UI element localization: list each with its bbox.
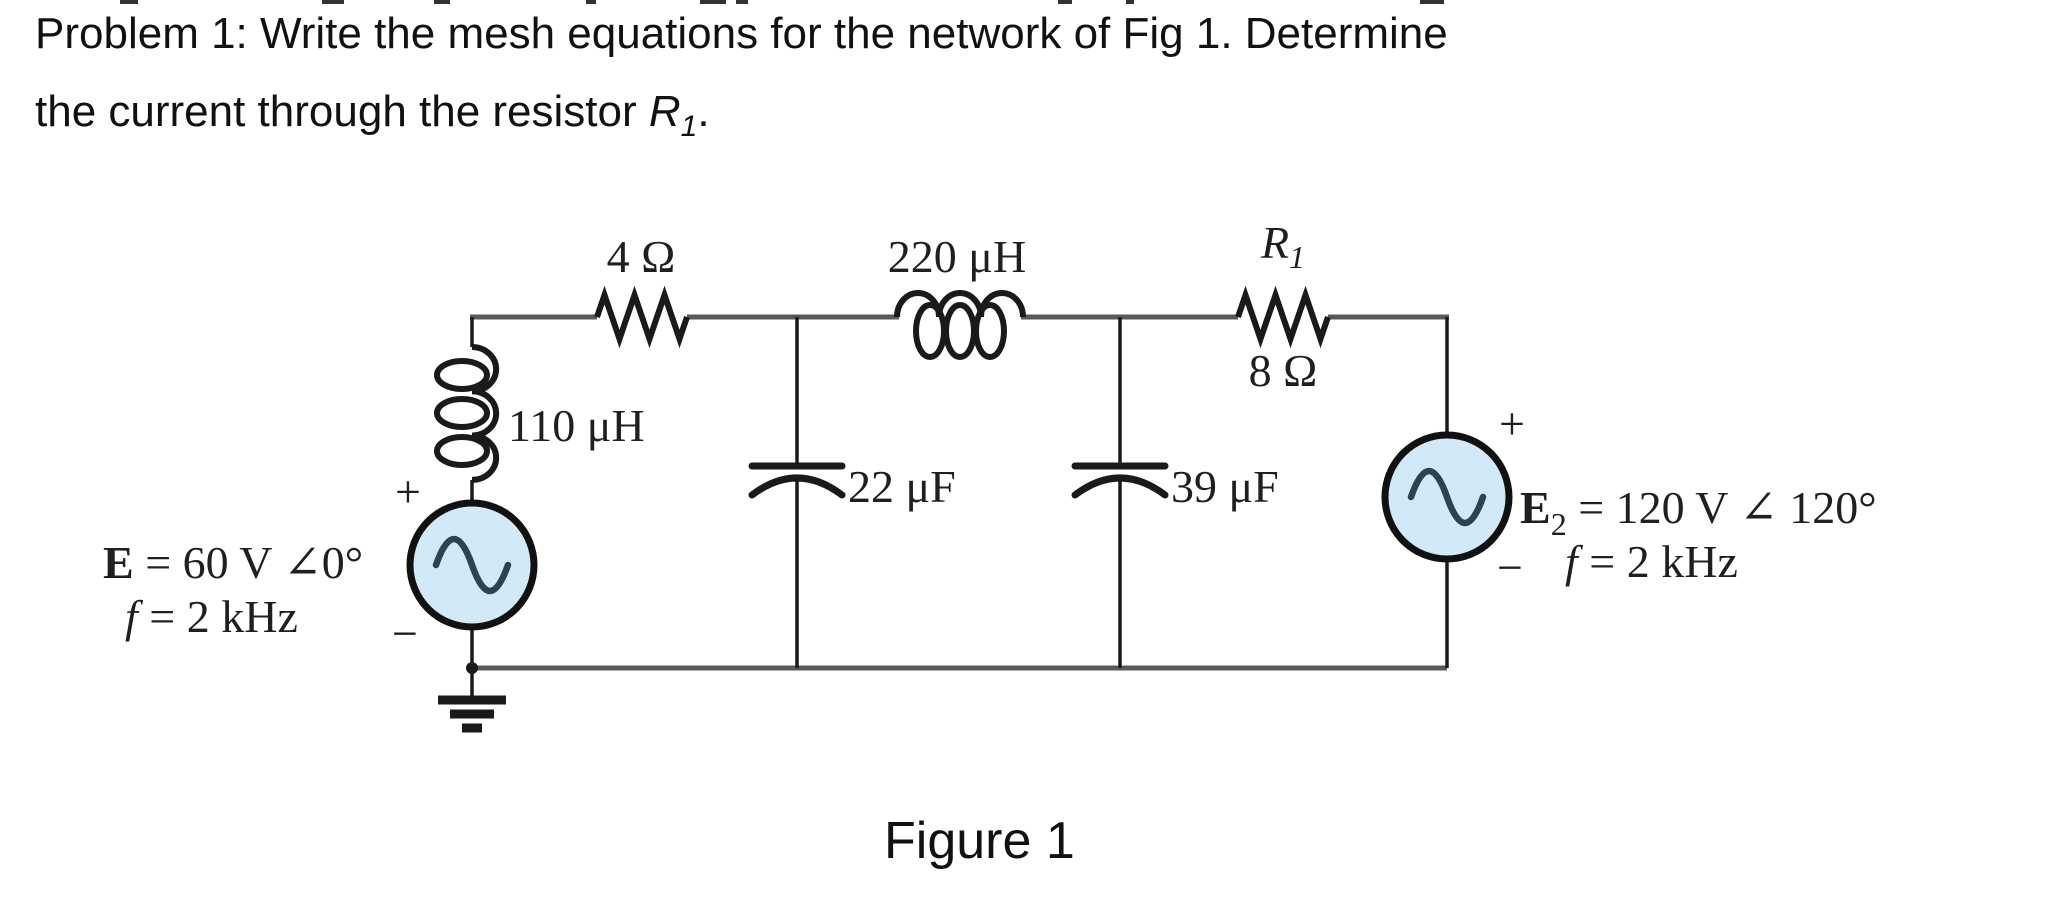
- resistor-4ohm-label: 4 Ω: [607, 231, 676, 282]
- ac-source-e2: + − E2 = 120 V ∠ 120° f = 2 kHz: [1381, 398, 1877, 593]
- capacitor-39uf-plate-bottom: [1071, 474, 1169, 499]
- branch-wires: [470, 317, 1449, 668]
- ac-source-e-plus-sign: +: [395, 466, 421, 517]
- inductor-220uh-humps: [894, 290, 1026, 318]
- ac-source-e: + − E = 60 V ∠0° f = 2 kHz: [103, 466, 538, 659]
- inductor-110uh-humps: [471, 344, 500, 483]
- resistor-r1-zigzag: [1235, 285, 1331, 349]
- inductor-220uh-loop1: [913, 302, 947, 360]
- inductor-220uh: 220 μH: [888, 231, 1026, 360]
- capacitor-22uf-label: 22 μF: [848, 461, 956, 512]
- ac-source-e2-value-label: E2 = 120 V ∠ 120°: [1520, 482, 1877, 542]
- resistor-4ohm: 4 Ω: [594, 231, 690, 349]
- inductor-220uh-label: 220 μH: [888, 231, 1026, 282]
- capacitor-39uf: 39 μF: [1071, 461, 1279, 512]
- problem-statement-line2: the current through the resistor R1.: [35, 87, 710, 143]
- ac-source-e2-frequency-label: f = 2 kHz: [1565, 536, 1738, 587]
- inductor-110uh-loop2: [434, 396, 490, 430]
- figure-caption: Figure 1: [884, 812, 1075, 870]
- inductor-220uh-loop3: [973, 302, 1007, 360]
- inductor-110uh-loop3: [434, 434, 490, 468]
- ac-source-e-frequency-label: f = 2 kHz: [125, 591, 298, 642]
- ac-source-e2-plus-sign: +: [1499, 398, 1525, 449]
- resistor-r1-value: 8 Ω: [1249, 345, 1318, 396]
- ac-source-e-minus-sign: −: [392, 608, 418, 659]
- inductor-220uh-loop2: [943, 302, 977, 360]
- inductor-110uh-loop1: [434, 358, 490, 392]
- problem-statement-line1: Problem 1: Write the mesh equations for …: [35, 9, 1448, 58]
- bus-wires: [470, 314, 1449, 671]
- ac-source-e2-sine-icon: [1407, 467, 1487, 527]
- ac-source-e2-minus-sign: −: [1497, 542, 1523, 593]
- inductor-110uh: 110 μH: [434, 344, 645, 483]
- ac-source-e-sine-icon: [432, 535, 512, 595]
- resistor-r1-name: R1: [1260, 217, 1305, 275]
- ac-source-e-value-label: E = 60 V ∠0°: [103, 537, 363, 588]
- capacitor-39uf-label: 39 μF: [1171, 461, 1279, 512]
- inductor-110uh-label: 110 μH: [508, 400, 645, 451]
- ground-icon: [438, 662, 506, 733]
- resistor-4ohm-zigzag: [594, 285, 690, 349]
- capacitor-22uf-plate-bottom: [748, 474, 846, 499]
- resistor-r1: R1 8 Ω: [1235, 217, 1331, 396]
- cropped-line-artifacts: [120, 0, 1444, 4]
- capacitor-22uf: 22 μF: [748, 461, 956, 512]
